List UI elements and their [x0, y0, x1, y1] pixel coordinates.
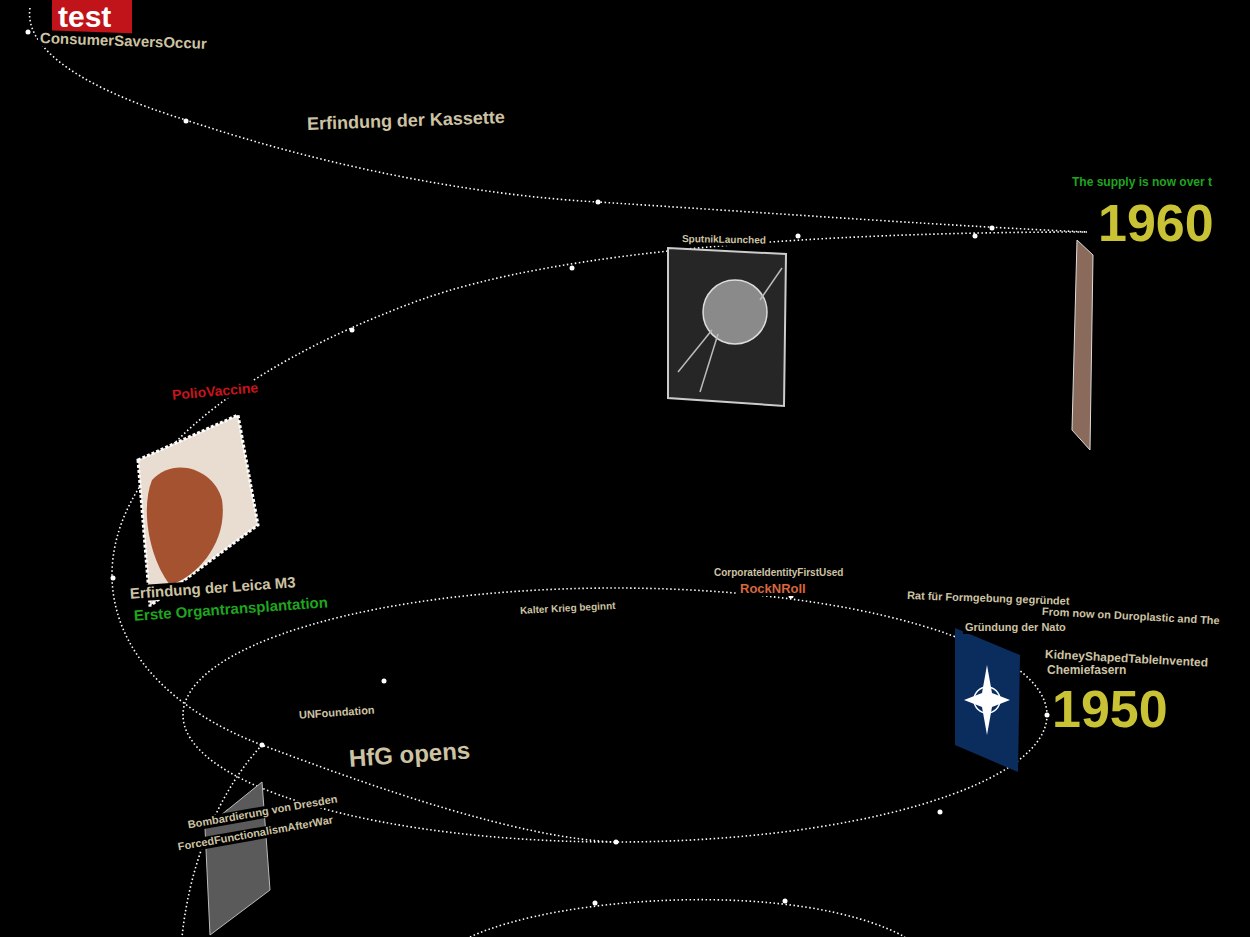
event-dot [938, 810, 943, 815]
event-label: CorporateIdentityFirstUsed [712, 568, 845, 579]
event-label: Erfindung der Kassette [305, 108, 508, 134]
sputnik-photo [668, 248, 786, 406]
event-dot [382, 679, 387, 684]
sputnik-antenna [678, 330, 712, 372]
logo-text: test [56, 1, 113, 33]
year-label: 1950 [1050, 682, 1170, 737]
event-label: Kalter Krieg beginnt [518, 601, 618, 617]
event-dot [783, 899, 788, 904]
event-label: Rat für Formgebung gegründet [905, 590, 1072, 607]
event-label: ConsumerSaversOccur [38, 30, 209, 52]
stamp-figure [147, 467, 223, 585]
event-dot [260, 743, 265, 748]
event-label: Gründung der Nato [963, 622, 1068, 634]
nato-ring [974, 687, 1000, 713]
event-label: HfG opens [346, 737, 473, 771]
edge-on-image [1072, 240, 1093, 450]
sputnik-antenna [700, 334, 718, 392]
flag-field [955, 628, 1020, 772]
event-dot [1045, 713, 1050, 718]
event-dot [350, 328, 355, 333]
event-dot [570, 266, 575, 271]
event-label: PolioVaccine [169, 380, 260, 403]
spiral-track [30, 8, 1087, 937]
event-label: The supply is now over t [1070, 176, 1214, 189]
nato-compass [964, 665, 1010, 735]
event-dot [26, 30, 31, 35]
photo-frame [668, 248, 786, 406]
event-label: UNFoundation [297, 704, 377, 721]
spiral-middle-arc [112, 232, 1087, 842]
event-dot [593, 901, 598, 906]
event-dot [990, 226, 995, 231]
event-dot [796, 234, 801, 239]
spiral-lower-loop [183, 588, 1047, 842]
nato-flag [955, 628, 1020, 772]
event-dots [26, 30, 1050, 906]
event-label: RockNRoll [738, 582, 808, 596]
event-dot [614, 840, 619, 845]
sputnik-antenna [760, 268, 782, 300]
event-dot [596, 200, 601, 205]
dresden-photo [205, 782, 270, 935]
spiral-bottom-arc [470, 900, 905, 937]
event-dot [111, 576, 116, 581]
event-label: SputnikLaunched [680, 234, 768, 246]
spiral-top-arc [30, 8, 1087, 232]
sputnik-sphere [703, 280, 767, 344]
event-label: Chemiefasern [1045, 664, 1128, 677]
year-label: 1960 [1096, 196, 1216, 251]
event-dot [184, 119, 189, 124]
event-dot [973, 234, 978, 239]
